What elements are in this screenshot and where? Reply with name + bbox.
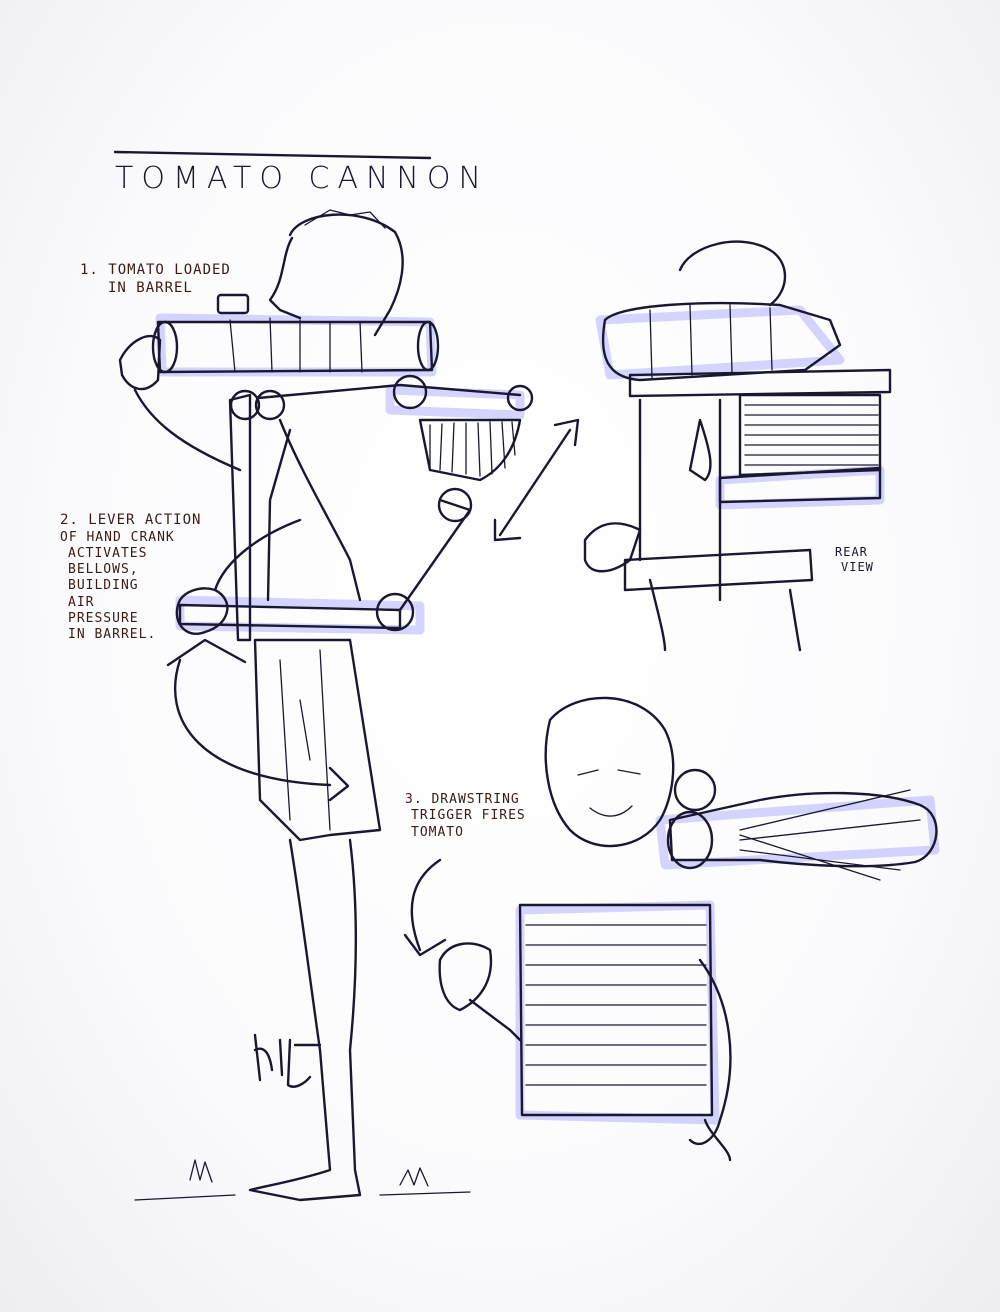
rear-view-figure	[583, 240, 892, 652]
note-drawstring-trigger: 3. DRAWSTRING TRIGGER FIRES TOMATO	[405, 792, 526, 841]
note2-line3: ACTIVATES	[68, 545, 148, 561]
artist-signature	[253, 1033, 322, 1088]
page-title: TOMATO CANNON	[115, 161, 489, 196]
note3-line3: TOMATO	[411, 824, 464, 840]
note-tomato-loaded: 1. TOMATO LOADED IN BARREL	[80, 262, 231, 297]
title-underline	[113, 150, 432, 160]
note-lever-action: 2. LEVER ACTION OF HAND CRANK ACTIVATES …	[60, 512, 201, 643]
note2-line1: 2. LEVER ACTION	[60, 512, 202, 528]
note2-line5: BUILDING	[68, 578, 139, 594]
rear-view-label: REAR VIEW	[835, 545, 874, 575]
note2-line4: BELLOWS,	[68, 562, 139, 577]
note3-line2: TRIGGER FIRES	[411, 808, 526, 824]
note2-line2: OF HAND CRANK	[60, 529, 175, 545]
main-figure-side-view	[118, 209, 580, 1202]
note1-line2: IN BARREL	[108, 279, 193, 296]
note2-line6: AIR	[68, 594, 95, 610]
note3-line1: 3. DRAWSTRING	[405, 792, 520, 807]
note2-line8: IN BARREL.	[68, 627, 157, 642]
note2-line7: PRESSURE	[68, 610, 139, 626]
front-view-firing-figure	[403, 696, 940, 1162]
rear-label-line1: REAR	[835, 545, 868, 559]
rear-label-line2: VIEW	[841, 560, 874, 574]
note1-line1: 1. TOMATO LOADED	[80, 262, 231, 278]
